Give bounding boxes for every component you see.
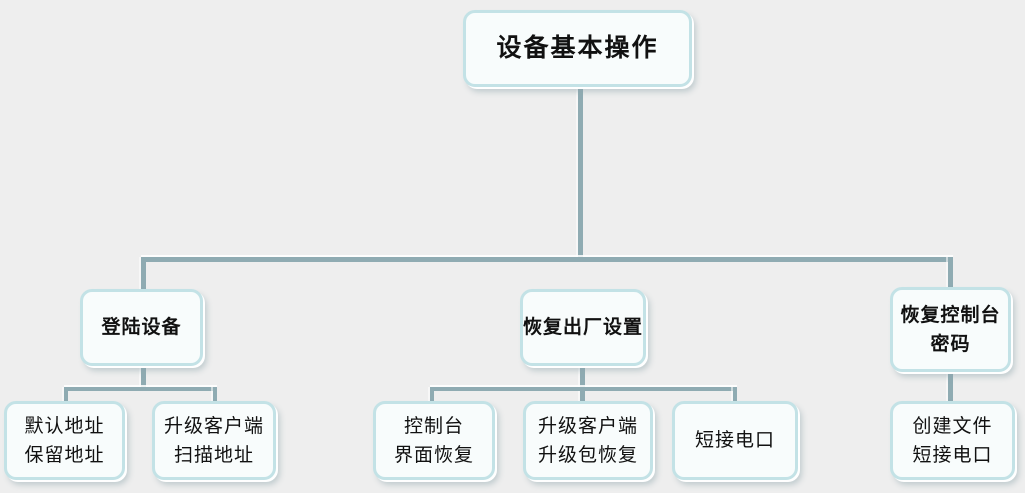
node-label: 短接电口 xyxy=(694,430,775,451)
node-label: 设备基本操作 xyxy=(496,34,659,62)
connector-root-stem xyxy=(578,87,583,259)
node-label: 登陆设备 xyxy=(101,317,182,338)
connector-drop-login xyxy=(141,257,146,291)
node-label: 创建文件 短接电口 xyxy=(912,415,993,466)
connector-console-pw-stem xyxy=(948,371,953,402)
connector-drop-console-ui xyxy=(430,387,434,403)
node-label: 升级客户端 升级包恢复 xyxy=(537,415,638,466)
connector-factory-bar xyxy=(430,387,737,391)
node-default-reserved-address: 默认地址 保留地址 xyxy=(4,401,125,480)
node-restore-console-password: 恢复控制台 密码 xyxy=(890,287,1011,372)
node-label: 恢复控制台 密码 xyxy=(900,304,1001,355)
connector-drop-console-pw xyxy=(948,257,953,289)
connector-login-stem xyxy=(141,365,146,389)
node-upgrade-client-scan-address: 升级客户端 扫描地址 xyxy=(152,401,276,480)
connector-factory-stem xyxy=(580,365,585,403)
node-factory-reset: 恢复出厂设置 xyxy=(520,289,646,366)
connector-drop-short-port xyxy=(733,387,737,403)
connector-login-bar xyxy=(64,387,217,391)
connector-drop-upgrade-scan xyxy=(213,387,217,403)
node-label: 控制台 界面恢复 xyxy=(393,415,474,466)
connector-drop-default-addr xyxy=(64,387,68,403)
node-create-file-short-circuit-port: 创建文件 短接电口 xyxy=(890,401,1015,480)
node-console-ui-recovery: 控制台 界面恢复 xyxy=(373,401,495,480)
node-device-basic-operations: 设备基本操作 xyxy=(463,10,692,87)
node-label: 升级客户端 扫描地址 xyxy=(163,415,264,466)
node-login-device: 登陆设备 xyxy=(80,289,203,366)
node-label: 默认地址 保留地址 xyxy=(24,415,105,466)
node-upgrade-client-package-recovery: 升级客户端 升级包恢复 xyxy=(523,401,653,480)
connector-main-bar xyxy=(141,257,953,262)
node-short-circuit-port: 短接电口 xyxy=(672,401,798,480)
node-label: 恢复出厂设置 xyxy=(523,317,644,338)
